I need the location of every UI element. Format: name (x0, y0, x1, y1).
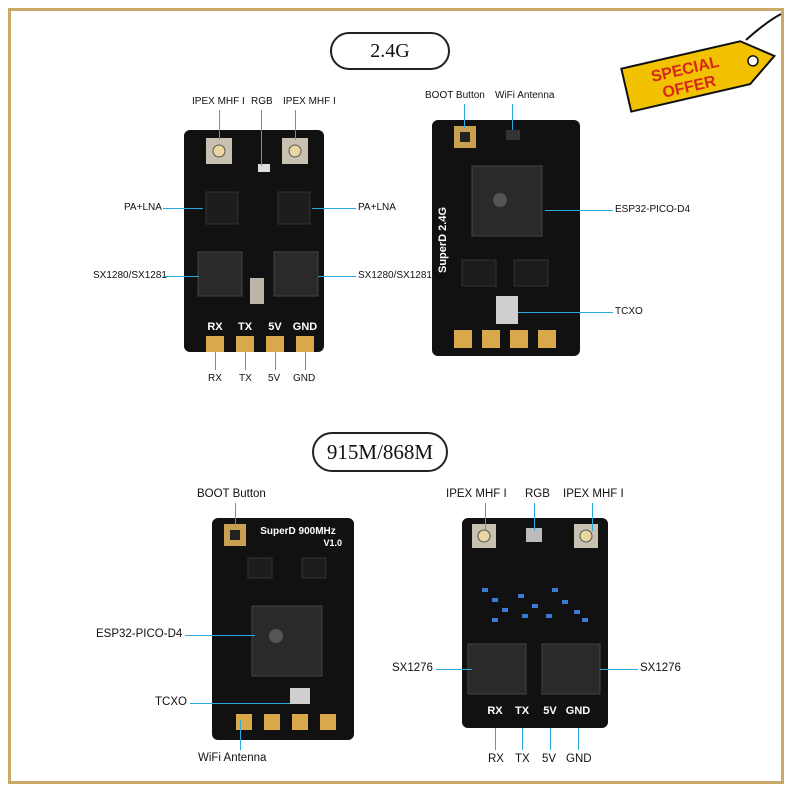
pin-gnd: GND (293, 373, 316, 384)
silk-rx: RX (207, 321, 223, 333)
label-pa-right: PA+LNA (358, 202, 396, 213)
silk-gnd: GND (293, 321, 318, 333)
section-label-915m: 915M/868M (312, 432, 448, 472)
label-sx-right: SX1280/SX1281 (358, 270, 432, 281)
label-boot-button: BOOT Button (425, 90, 485, 101)
pin-tx: TX (239, 373, 252, 384)
silk-superd-900: SuperD 900MHz (260, 526, 336, 537)
silk-rx-900: RX (487, 705, 503, 717)
silk-tx-900: TX (515, 705, 530, 717)
section-label-2.4g: 2.4G (330, 32, 450, 70)
board-a: RX TX 5V GND (184, 130, 324, 352)
label-sx1276-right: SX1276 (640, 662, 681, 674)
pin-5v-900: 5V (542, 753, 557, 765)
label-rgb-900: RGB (525, 488, 550, 500)
label-ipex-left: IPEX MHF I (192, 96, 245, 107)
special-offer-badge: SPECIAL OFFER (616, 12, 796, 122)
silk-tx: TX (238, 321, 253, 333)
pin-5v: 5V (268, 373, 281, 384)
pin-gnd-900: GND (566, 753, 592, 765)
board-d: RX TX 5V GND (462, 518, 608, 728)
pin-rx-900: RX (488, 753, 504, 765)
label-ipex-right-900: IPEX MHF I (563, 488, 624, 500)
label-ipex-right: IPEX MHF I (283, 96, 336, 107)
label-sx1276-left: SX1276 (392, 662, 433, 674)
pin-tx-900: TX (515, 753, 530, 765)
label-pa-left: PA+LNA (124, 202, 162, 213)
silk-5v: 5V (268, 321, 282, 333)
board-c: SuperD 900MHz V1.0 (212, 518, 354, 740)
silk-gnd-900: GND (566, 705, 591, 717)
image-frame (8, 8, 784, 784)
label-wifi-antenna: WiFi Antenna (495, 90, 555, 101)
silk-version: V1.0 (323, 538, 342, 548)
label-tcxo: TCXO (615, 306, 643, 317)
label-esp32-900: ESP32-PICO-D4 (96, 628, 183, 640)
label-tcxo-900: TCXO (155, 696, 187, 708)
label-sx-left: SX1280/SX1281 (93, 270, 167, 281)
label-boot-button-900: BOOT Button (197, 488, 266, 500)
pin-rx: RX (208, 373, 222, 384)
label-wifi-antenna-900: WiFi Antenna (198, 752, 267, 764)
silk-5v-900: 5V (543, 705, 557, 717)
label-ipex-left-900: IPEX MHF I (446, 488, 507, 500)
label-rgb: RGB (251, 96, 273, 107)
label-esp32: ESP32-PICO-D4 (615, 204, 691, 215)
board-b: SuperD 2.4G (432, 120, 580, 356)
silk-superd-2.4g: SuperD 2.4G (437, 207, 449, 273)
